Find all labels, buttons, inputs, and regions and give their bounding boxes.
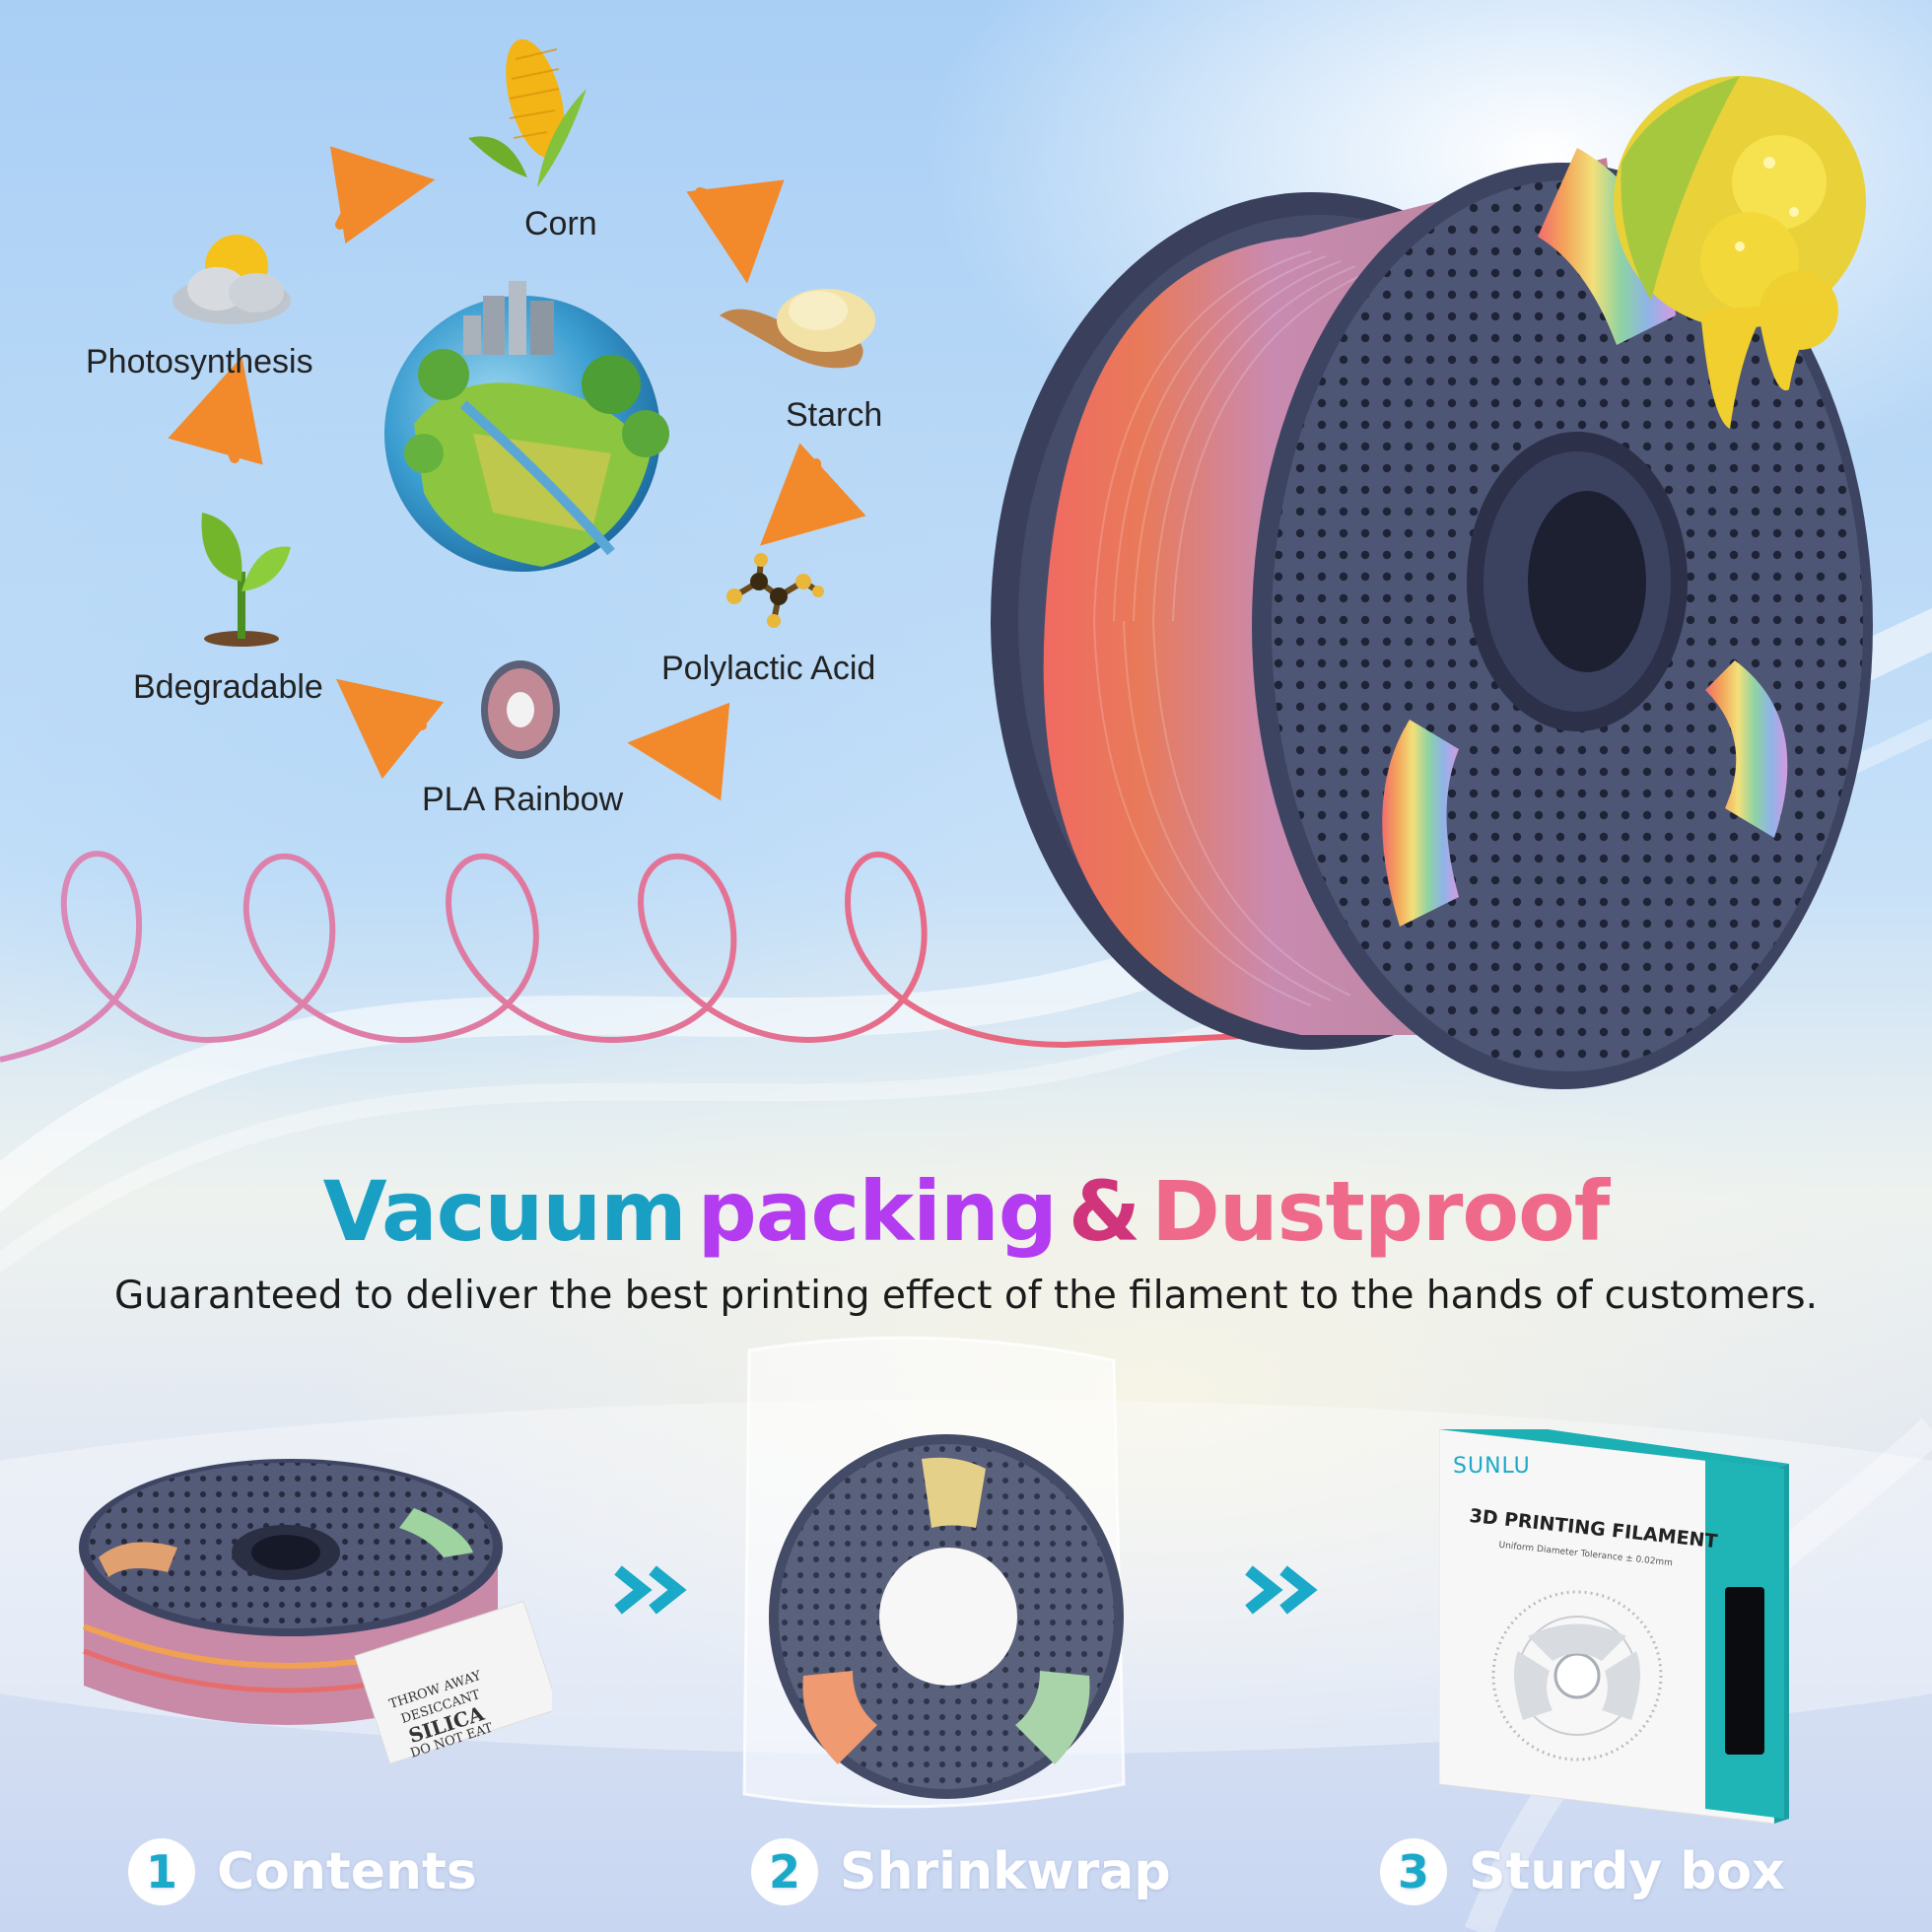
step-label: Sturdy box bbox=[1469, 1842, 1785, 1901]
sun-cloud-icon bbox=[172, 235, 291, 324]
headline-vacuum: Vacuum bbox=[322, 1163, 687, 1260]
arrow-icon bbox=[760, 443, 866, 546]
product-box: SUNLU 3D PRINTING FILAMENT Uniform Diame… bbox=[1439, 1429, 1853, 1824]
shrinkwrap-spool-image bbox=[742, 1336, 1126, 1809]
headline-dustproof: Dustproof bbox=[1151, 1163, 1610, 1260]
sprout-icon bbox=[201, 513, 291, 647]
arrow-icon bbox=[329, 146, 436, 244]
step-sturdy-box: 3 Sturdy box bbox=[1380, 1838, 1785, 1905]
arrow-icon bbox=[168, 356, 263, 465]
arrow-icon bbox=[686, 179, 785, 284]
step-number-badge: 1 bbox=[128, 1838, 195, 1905]
label-polylactic-acid: Polylactic Acid bbox=[661, 650, 876, 687]
step-contents: 1 Contents bbox=[128, 1838, 477, 1905]
earth-icon bbox=[384, 281, 669, 572]
headline-packing: packing bbox=[697, 1163, 1058, 1260]
spool-icon bbox=[481, 660, 560, 759]
subtitle: Guaranteed to deliver the best printing … bbox=[113, 1274, 1819, 1318]
label-starch: Starch bbox=[786, 396, 883, 434]
filament-strand bbox=[0, 851, 1361, 1063]
chevron-double-icon bbox=[614, 1565, 687, 1615]
label-photosynthesis: Photosynthesis bbox=[86, 343, 313, 380]
cycle-arrows bbox=[168, 146, 866, 801]
box-brand: SUNLU bbox=[1453, 1454, 1531, 1479]
label-pla-rainbow: PLA Rainbow bbox=[422, 781, 624, 818]
melted-pla-closeup bbox=[1614, 76, 1866, 429]
step-number-badge: 3 bbox=[1380, 1838, 1447, 1905]
starch-icon bbox=[720, 289, 875, 369]
contents-spool-image bbox=[79, 1459, 552, 1765]
corn-icon bbox=[468, 38, 586, 187]
step-label: Contents bbox=[217, 1842, 477, 1901]
label-corn: Corn bbox=[524, 205, 597, 242]
step-shrinkwrap: 2 Shrinkwrap bbox=[751, 1838, 1171, 1905]
chevron-double-icon bbox=[1245, 1565, 1318, 1615]
step-number-badge: 2 bbox=[751, 1838, 818, 1905]
label-biodegradable: Bdegradable bbox=[133, 668, 323, 706]
step-label: Shrinkwrap bbox=[840, 1842, 1171, 1901]
arrow-icon bbox=[335, 678, 445, 780]
molecule-icon bbox=[726, 553, 824, 628]
headline-ampersand: & bbox=[1068, 1163, 1140, 1260]
box-shape bbox=[1439, 1429, 1789, 1824]
arrow-icon bbox=[627, 702, 730, 801]
